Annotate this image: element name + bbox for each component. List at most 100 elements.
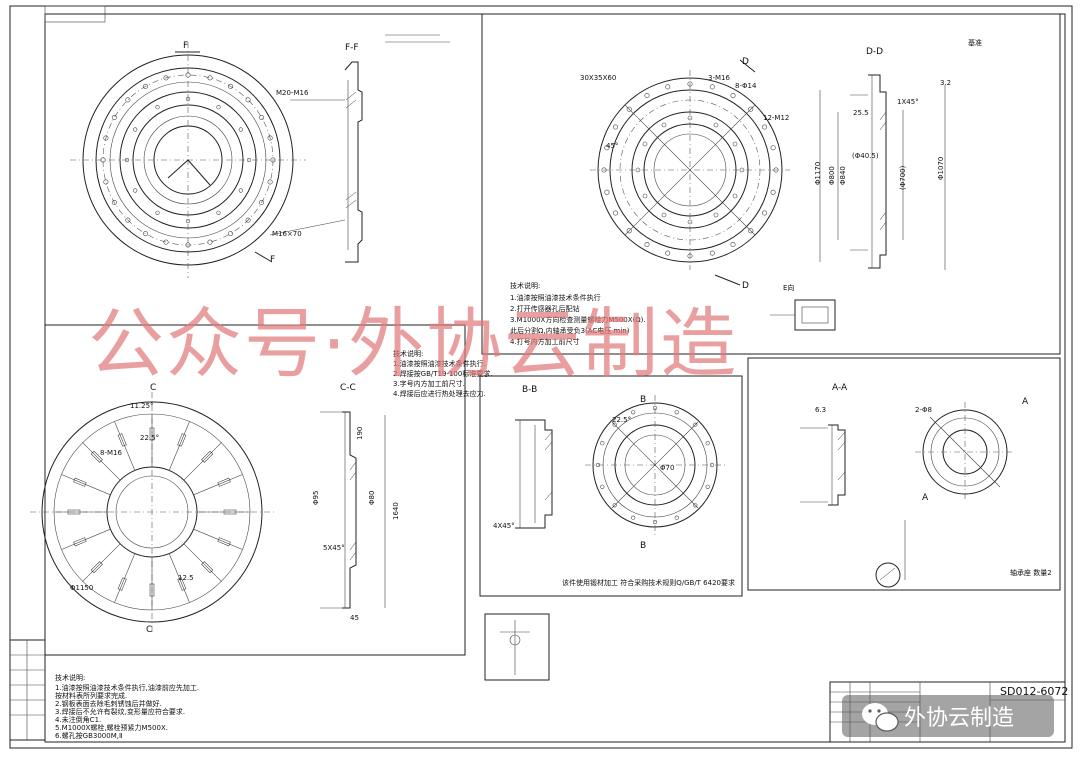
slot [90, 561, 103, 574]
bolt-hole [246, 157, 252, 163]
bolt-hole [238, 127, 243, 132]
bolt-hole [674, 515, 679, 520]
datum-note: 基准 [968, 38, 982, 47]
bolt-hole [644, 242, 650, 248]
drawing-number: SD012-6072 [1000, 685, 1068, 698]
section-marker-d2: D [742, 281, 749, 291]
bolt-hole [604, 189, 610, 195]
bolt-hole [595, 462, 601, 468]
bearing-note: 轴承座 数量2 [1010, 568, 1052, 577]
slot [149, 427, 155, 441]
bolt-hole [626, 228, 632, 234]
section-marker-d1: D [742, 57, 749, 67]
tech-notes-right: 技术说明: 1.油漆按照油漆技术条件执行 2.打开传感器孔后配钻 3.M1000… [510, 281, 646, 346]
radial-rib [82, 543, 121, 582]
bolt-hole [709, 462, 715, 468]
bolt-hole [739, 167, 745, 173]
bolt-hole [601, 167, 607, 173]
tech-notes-right-line-1: 1.油漆按照油漆技术条件执行 [510, 293, 601, 302]
tech-notes-bottom: 技术说明: 1.油漆按照油漆技术条件执行,油漆前应先加工. 按材料表所列要求完成… [55, 673, 199, 740]
bolt-hole [207, 75, 213, 81]
small-detail [500, 620, 530, 675]
bolt-hole [163, 239, 169, 245]
tech-notes-mid-title: 技术说明: [393, 349, 423, 358]
view-a-circle [915, 402, 1015, 502]
wechat-badge-text: 外协云制造 [904, 706, 1014, 731]
dim-8m16: 8-M16 [100, 449, 122, 457]
bolt-hole [155, 210, 160, 215]
view-b-circle [585, 395, 725, 535]
dim-1640: 1640 [392, 502, 400, 520]
bolt-hole [612, 210, 618, 216]
bolt-hole [185, 242, 191, 248]
bolt-hole [133, 188, 138, 193]
dim-phi80: Φ80 [368, 491, 376, 505]
slot [67, 509, 81, 515]
bolt-hole [732, 193, 738, 199]
panel-small [484, 613, 550, 681]
bolt-hole [111, 115, 117, 121]
tech-notes-mid-line-3: 3.字号内方加工前尺寸. [393, 379, 465, 388]
bolt-hole [163, 75, 169, 81]
radial-rib [82, 442, 121, 481]
tech-notes-mid-line-4: 4.焊接后应进行热处理去应力. [393, 389, 486, 398]
bolt-hole [644, 93, 650, 99]
bolt-hole [228, 231, 234, 237]
bolt-hole [635, 167, 641, 173]
bolt-hole [631, 515, 636, 520]
bolt-hole [612, 503, 617, 508]
tech-notes-bottom-title: 技术说明: [55, 673, 85, 682]
bolt-hole [125, 97, 131, 103]
b-holes [595, 405, 715, 525]
bolt-hole [245, 217, 251, 223]
bolt-hole [770, 145, 776, 151]
bolt-hole [626, 106, 632, 112]
bolt-hole [270, 157, 276, 163]
bolt-hole [103, 135, 109, 141]
dim-45deg: 45° [606, 142, 618, 150]
dim-2-phi8: 2-Φ8 [915, 406, 932, 414]
dim-phi1170: Φ1170 [814, 162, 822, 185]
radial-rib [61, 474, 111, 496]
bolt-hole [143, 231, 149, 237]
section-marker-c1: C [150, 383, 156, 393]
tech-notes-bottom-line-5: 4.未注倒角C1. [55, 715, 101, 724]
radial-rib [61, 528, 111, 550]
dim-3m16: 3-M16 [708, 74, 730, 82]
slot [217, 537, 231, 547]
tech-notes-mid-line-1: 1.油漆按照油漆技术条件执行. [393, 359, 486, 368]
bolt-hole [238, 188, 243, 193]
bolt-hole [661, 212, 667, 218]
panel-dd [481, 13, 1061, 355]
bolt-hole [713, 212, 719, 218]
section-title-cc: C-C [340, 383, 356, 393]
top-note [385, 34, 450, 43]
dim-phi40-5: (Φ40.5) [852, 152, 879, 160]
section-title-bb: B-B [522, 385, 537, 395]
wechat-badge: 外协云制造 [842, 695, 1054, 737]
tech-notes-right-line-4: 此后分割Ω,内轴承受负3(AC电压 min) [510, 326, 630, 335]
bolt-hole [732, 141, 738, 147]
dim-phi70: Φ70 [660, 464, 674, 472]
section-title-ff: F-F [345, 43, 359, 53]
c-rays [54, 414, 250, 610]
bolt-hole [642, 193, 648, 199]
view-e [770, 299, 836, 331]
panel-cc [44, 324, 466, 656]
dim-6-3: 6.3 [815, 406, 826, 414]
tech-notes-right-line-2: 2.打开传感器孔后配钻 [510, 304, 580, 313]
radial-rib [114, 421, 136, 471]
bolt-hole [600, 441, 605, 446]
f-holes [100, 72, 276, 248]
slot [223, 509, 237, 515]
dim-12-5-c: 12.5 [178, 574, 194, 582]
slot [217, 477, 231, 487]
slot [177, 577, 187, 591]
radial-rib [193, 528, 243, 550]
bolt-hole [687, 253, 693, 259]
dim-phi700: (Φ700) [899, 165, 907, 190]
bolt-hole [185, 218, 191, 224]
dim-22-5: 22.5° [140, 434, 159, 442]
bolt-hole [709, 250, 715, 256]
